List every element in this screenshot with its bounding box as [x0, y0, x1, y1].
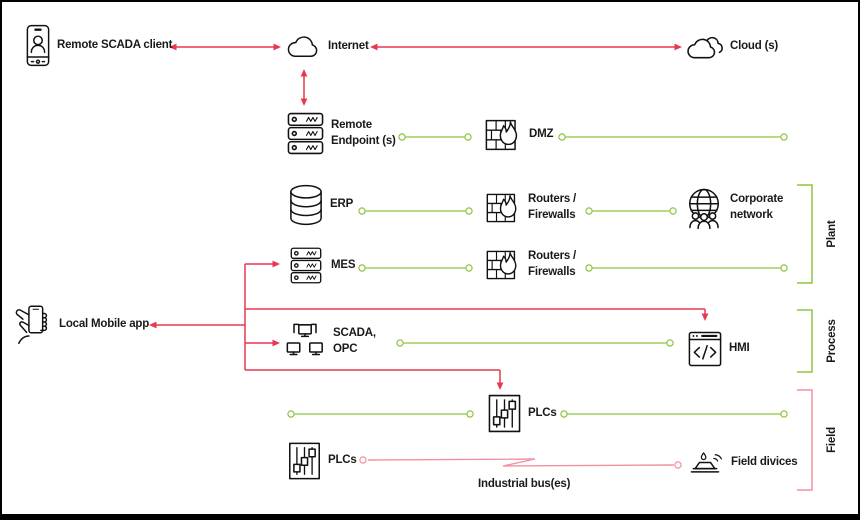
- node-label: Cloud (s): [730, 40, 779, 53]
- bus-endpoint: [359, 456, 367, 464]
- field-bracket: [797, 389, 813, 491]
- code-window-icon: [688, 329, 722, 369]
- green-endpoint: [585, 207, 593, 215]
- green-endpoint: [465, 207, 473, 215]
- field-sensor-icon: [686, 449, 724, 477]
- node-label: Routers / Firewalls: [528, 193, 577, 221]
- node-label: Routers / Firewalls: [528, 250, 577, 278]
- node-label: Remote Endpoint (s): [331, 118, 396, 147]
- green-endpoint: [466, 410, 474, 418]
- cloud-icon: [286, 33, 321, 61]
- green-endpoint: [358, 264, 366, 272]
- server-stack-icon: [288, 247, 324, 284]
- workstations-icon: [284, 321, 326, 363]
- green-endpoint: [780, 133, 788, 141]
- green-endpoint: [398, 133, 406, 141]
- node-dmz: DMZ: [485, 116, 554, 154]
- green-endpoint: [358, 207, 366, 215]
- plc-sliders-icon: [288, 442, 321, 480]
- red-arrowhead: [169, 43, 177, 51]
- node-routers-firewalls-2: Routers / Firewalls: [486, 247, 576, 283]
- process-bracket: [797, 309, 813, 373]
- green-endpoint: [780, 410, 788, 418]
- clouds-icon: [686, 31, 723, 63]
- node-remote-scada-client: Remote SCADA client: [26, 23, 172, 68]
- red-arrowhead: [496, 382, 504, 390]
- database-icon: [289, 183, 323, 227]
- red-arrowhead: [300, 98, 308, 106]
- green-endpoint: [780, 264, 788, 272]
- node-label: SCADA, OPC: [333, 327, 376, 355]
- node-label: HMI: [729, 342, 750, 355]
- green-endpoint: [465, 264, 473, 272]
- node-label: Corporate network: [730, 193, 784, 221]
- node-label: PLCs: [528, 406, 557, 419]
- node-label: Field divices: [731, 456, 798, 469]
- node-label: PLCs: [328, 454, 357, 467]
- red-arrowhead: [300, 69, 308, 77]
- node-scada-opc: SCADA, OPC: [284, 321, 376, 363]
- zone-label-field: Field: [826, 427, 838, 453]
- red-arrowhead: [272, 339, 280, 347]
- node-clouds: Cloud (s): [686, 31, 778, 63]
- plc-sliders-icon: [488, 394, 521, 433]
- zone-label-plant: Plant: [826, 220, 838, 248]
- node-label: DMZ: [529, 128, 554, 141]
- node-erp: ERP: [289, 183, 353, 227]
- red-arrowhead: [370, 43, 378, 51]
- node-local-mobile-app: Local Mobile app: [15, 303, 149, 347]
- node-label: MES: [331, 258, 356, 271]
- node-internet: Internet: [286, 33, 369, 61]
- green-endpoint: [666, 339, 674, 347]
- zone-label-process: Process: [826, 319, 838, 363]
- green-endpoint: [396, 339, 404, 347]
- server-stack-icon: [287, 112, 324, 155]
- hand-phone-icon: [15, 303, 52, 347]
- firewall-icon: [486, 190, 521, 226]
- red-arrowhead: [149, 321, 157, 329]
- red-arrowhead: [272, 260, 280, 268]
- green-endpoint: [558, 133, 566, 141]
- red-arrowhead: [273, 43, 281, 51]
- node-corporate-network: Corporate network: [685, 187, 783, 229]
- green-endpoint: [464, 133, 472, 141]
- bus-endpoint: [674, 461, 682, 469]
- globe-users-icon: [685, 187, 723, 229]
- green-endpoint: [560, 410, 568, 418]
- node-routers-firewalls-1: Routers / Firewalls: [486, 190, 576, 226]
- firewall-icon: [485, 116, 522, 154]
- node-plcs-lower: PLCs: [288, 442, 357, 480]
- node-hmi: HMI: [688, 329, 750, 369]
- red-arrowhead: [701, 313, 709, 321]
- node-label: ERP: [330, 198, 354, 211]
- red-arrowhead: [674, 43, 682, 51]
- node-label: Remote SCADA client: [57, 38, 173, 51]
- green-endpoint: [287, 410, 295, 418]
- smartphone-user-icon: [26, 23, 50, 68]
- node-mes: MES: [288, 247, 356, 284]
- node-plcs-upper: PLCs: [488, 394, 557, 433]
- node-field-devices: Field divices: [686, 449, 798, 477]
- industrial-bus-link: [367, 458, 675, 467]
- plant-bracket: [797, 184, 813, 284]
- green-endpoint: [585, 264, 593, 272]
- node-remote-endpoint: Remote Endpoint (s): [287, 112, 396, 155]
- node-label: Local Mobile app: [59, 318, 150, 331]
- firewall-icon: [486, 247, 521, 283]
- node-label: Internet: [328, 40, 369, 53]
- industrial-bus-label: Industrial bus(es): [478, 478, 571, 490]
- green-endpoint: [669, 207, 677, 215]
